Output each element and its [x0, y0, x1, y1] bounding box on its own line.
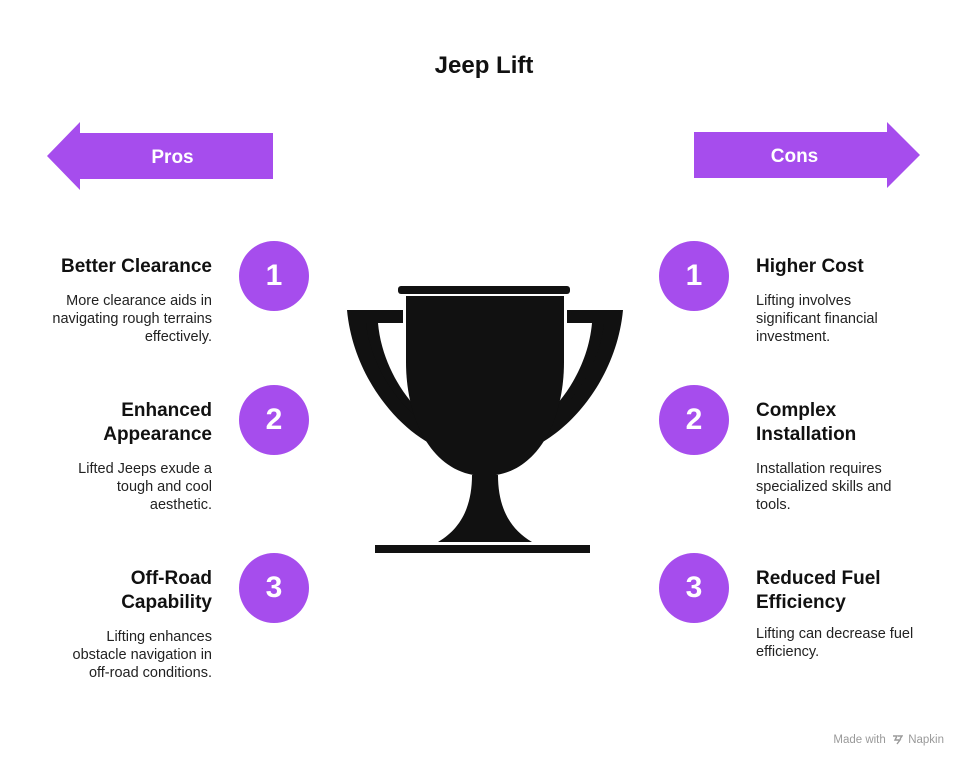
footer-text: Made with [833, 734, 886, 746]
cons-item-1-description: Lifting involves significant financial i… [756, 293, 878, 345]
footer-brand: Napkin [908, 734, 944, 746]
pros-item-3-number: 3 [239, 553, 309, 623]
cons-item-3-description: Lifting can decrease fuel efficiency. [756, 626, 914, 660]
left-arrow-icon [47, 122, 273, 190]
made-with-footer[interactable]: Made with Napkin [833, 734, 944, 748]
pros-item-3-description: Lifting enhances obstacle navigation in … [72, 629, 212, 681]
pros-item-2-title: Enhanced Appearance [103, 400, 212, 445]
cons-item-2-description: Installation requires specialized skills… [756, 461, 892, 513]
cons-item-2-title: Complex Installation [756, 400, 857, 445]
diagram-title: Jeep Lift [434, 52, 534, 79]
pros-arrow [47, 122, 274, 190]
pros-item-3-title: Off-Road Capability [121, 568, 212, 613]
pros-item-1-number: 1 [239, 241, 309, 311]
pros-item-1-description: More clearance aids in navigating rough … [52, 293, 212, 345]
cons-item-1-number: 1 [659, 241, 729, 311]
cons-item-1-title: Higher Cost [756, 256, 864, 277]
right-arrow-icon [694, 122, 920, 188]
cons-item-2-number: 2 [659, 385, 729, 455]
cons-item-3-number: 3 [659, 553, 729, 623]
pros-item-2-description: Lifted Jeeps exude a tough and cool aest… [78, 461, 212, 513]
cons-arrow [694, 122, 921, 190]
pros-item-2-number: 2 [239, 385, 309, 455]
cons-label: Cons [770, 146, 819, 167]
trophy-icon [340, 280, 630, 565]
cons-item-3-title: Reduced Fuel Efficiency [756, 568, 881, 613]
pros-label: Pros [151, 147, 194, 168]
pros-item-1-title: Better Clearance [60, 256, 212, 277]
napkin-logo-icon [892, 734, 904, 748]
